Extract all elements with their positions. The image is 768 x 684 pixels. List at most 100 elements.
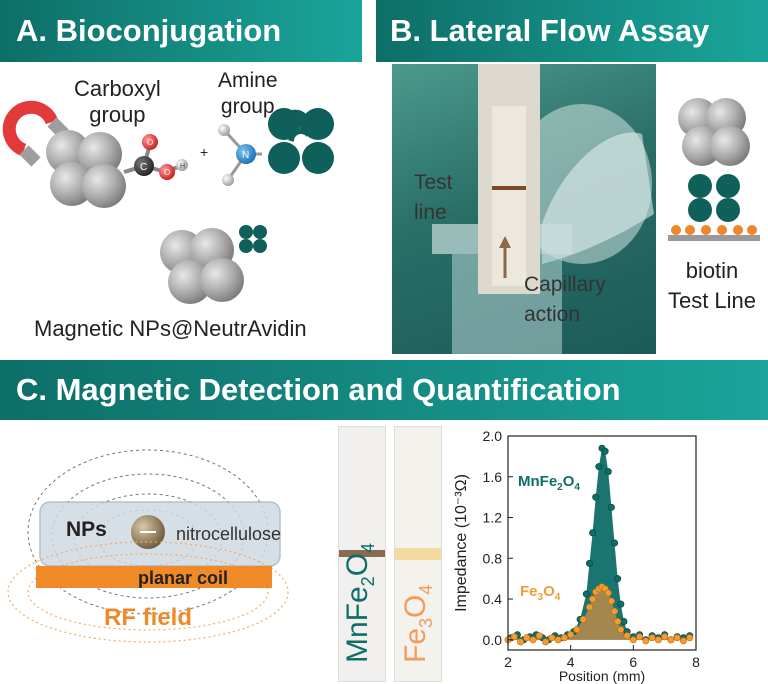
lateral-flow-photo [432,64,654,354]
data-point-1-10 [567,631,575,639]
data-point-1-12 [579,615,587,623]
data-point-1-4 [529,636,537,644]
data-point-1-23 [617,626,625,634]
y-tick-label-3: 1.2 [483,510,503,526]
panel-c-title: C. Magnetic Detection and Quantification [0,360,768,420]
data-point-1-13 [585,603,593,611]
series-area-1 [508,586,690,640]
data-point-1-3 [523,634,531,642]
series-label-fe3o4: Fe3O4 [520,583,561,603]
capillary-action-label: action [524,303,581,326]
data-point-1-25 [629,636,637,644]
data-point-0-22 [614,575,622,583]
data-point-1-8 [554,636,562,644]
data-point-0-14 [589,529,597,537]
data-point-1-24 [623,632,631,640]
panel-a-title: A. Bioconjugation [0,0,362,62]
y-tick-label-0: 0.0 [483,632,503,648]
data-point-1-21 [611,607,619,615]
carboxyl-label: Carboxyl [74,76,161,101]
data-point-1-31 [667,636,675,644]
x-tick-label-2: 6 [629,654,637,670]
neutravidin-icon [268,108,334,174]
y-tick-label-5: 2.0 [483,428,503,444]
amine-label: Amine [218,69,278,92]
data-point-1-1 [510,633,518,641]
data-point-1-20 [607,597,615,605]
rf-field-lines [7,541,289,643]
biotin-label: biotin [685,258,739,283]
data-point-1-6 [542,638,550,646]
data-point-0-23 [617,600,625,608]
data-point-0-19 [604,468,612,476]
data-point-1-7 [548,634,556,642]
data-point-0-13 [585,559,593,567]
y-tick-label-1: 0.4 [483,591,503,607]
planar-coil-label: planar coil [138,568,229,588]
data-point-0-15 [592,493,600,501]
data-point-1-30 [661,633,669,641]
data-point-1-26 [636,633,644,641]
panel-b-photo: Test line Capillary action [392,64,656,354]
svg-text:H: H [180,163,185,170]
series-label-mnfe2o4: MnFe2O4 [518,473,580,493]
series-area-0 [511,448,690,640]
data-point-1-2 [517,638,525,646]
nps-label: NPs [66,518,107,541]
panel-a-diagram: C O O H N [2,100,334,304]
y-tick-label-4: 1.6 [483,469,503,485]
data-point-1-5 [535,632,543,640]
panel-b-title: B. Lateral Flow Assay [376,0,768,62]
panel-a: C O O H N [0,62,370,360]
data-point-0-12 [582,590,590,598]
plus-sign: + [200,144,209,160]
data-point-1-11 [573,626,581,634]
data-point-1-14 [589,595,597,603]
svg-text:O: O [164,168,170,177]
strip-mnfe2o4: MnFe2O4 [338,426,386,682]
data-point-0-24 [620,617,628,625]
amine-group-label: group [220,95,275,118]
svg-text:O: O [147,138,153,147]
nanoparticle-cluster-icon [46,130,126,208]
amine-molecule-icon: N [218,124,262,186]
data-point-0-21 [611,539,619,547]
strip-fe3o4-test-line [395,548,441,560]
plot-frame [507,435,697,651]
strip-fe3o4: Fe3O4 [394,426,442,682]
data-point-1-9 [560,634,568,642]
strip-mnfe2o4-label: MnFe2O4 [341,542,378,663]
panel-a-caption: Magnetic NPs@NeutrAvidin [34,316,307,341]
test-line-label-2: line [414,201,447,224]
data-point-0-16 [595,463,603,471]
data-point-1-27 [642,637,650,645]
x-tick-label-3: 8 [692,654,700,670]
strip-fe3o4-label: Fe3O4 [399,584,436,663]
data-point-1-33 [679,637,687,645]
data-point-1-19 [604,589,612,597]
carboxyl-molecule-icon: C O O H [123,134,188,180]
strip-mnfe2o4-test-line [339,550,385,557]
x-axis-label: Position (mm) [559,668,645,684]
svg-text:N: N [242,150,249,161]
data-point-1-32 [673,634,681,642]
svg-text:C: C [140,162,147,173]
rf-field-label: RF field [104,604,192,631]
data-point-1-29 [654,636,662,644]
carboxyl-group-label: group [89,102,146,127]
data-point-1-28 [648,634,656,642]
biotin-test-line-diagram [668,98,760,241]
data-point-1-22 [614,617,622,625]
conjugated-nanoparticle-icon [160,225,267,304]
test-line-label: Test [414,171,453,194]
capillary-label: Capillary [524,273,606,296]
data-point-0-20 [607,503,615,511]
strip-mnfe-text: MnFe [341,586,374,663]
nitrocellulose-label: nitrocellulose [176,524,282,544]
test-line-biotin-label: Test Line [667,288,757,313]
y-tick-label-2: 0.8 [483,550,503,566]
x-tick-label-0: 2 [504,654,512,670]
data-point-1-34 [686,634,694,642]
magnetic-detection-diagram [7,449,289,643]
